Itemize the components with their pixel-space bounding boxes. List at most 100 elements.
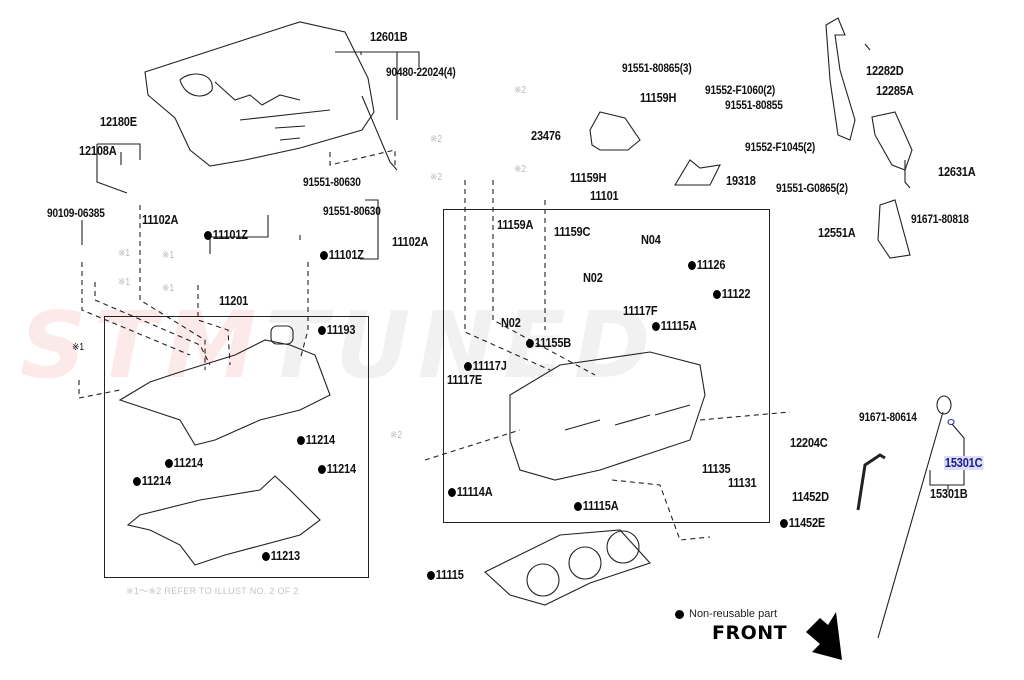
front-arrow [806, 612, 842, 660]
part-number: 11117J [472, 359, 507, 373]
part-label[interactable]: 11201 [219, 294, 249, 308]
part-label[interactable]: 91551-80865(3) [622, 63, 692, 75]
part-label[interactable]: 91552-F1060(2) [705, 85, 776, 97]
part-label[interactable]: 12108A [79, 144, 117, 158]
part-label[interactable]: 11159H [570, 171, 607, 185]
part-number: 11214 [305, 433, 335, 447]
part-number: 11214 [173, 456, 203, 470]
nonreusable-dot-icon [675, 609, 684, 619]
ref-mark: ※2 [430, 134, 442, 145]
part-number: 11115 [435, 568, 464, 582]
part-label[interactable]: 19318 [726, 174, 756, 188]
part-label[interactable]: 11102A [142, 213, 179, 227]
cylinder-head-group-box [443, 209, 770, 523]
part-label[interactable]: 11452D [792, 490, 829, 504]
part-label[interactable]: 12180E [100, 115, 137, 129]
part-label[interactable]: 91671-80818 [911, 214, 969, 226]
legend: Non-reusable part [675, 608, 777, 620]
nonreusable-dot-icon [262, 552, 270, 561]
bracket-23476-drawing [589, 111, 641, 151]
part-label-nonreusable[interactable]: 11101Z [204, 228, 248, 242]
part-label-nonreusable[interactable]: 11214 [297, 433, 335, 447]
part-label[interactable]: N02 [501, 316, 521, 330]
legend-text: Non-reusable part [689, 608, 778, 620]
part-label[interactable]: 23476 [531, 129, 561, 143]
part-label-nonreusable[interactable]: 11193 [318, 323, 355, 337]
part-label-nonreusable[interactable]: 11213 [262, 549, 300, 563]
nonreusable-dot-icon [464, 362, 472, 371]
part-label-nonreusable[interactable]: 11122 [713, 287, 750, 301]
nonreusable-dot-icon [448, 488, 456, 497]
part-label[interactable]: 12282D [866, 64, 904, 78]
valve-cover-group-box [104, 316, 369, 578]
part-label-nonreusable[interactable]: 11214 [318, 462, 356, 476]
part-label[interactable]: 15301B [930, 487, 968, 501]
nonreusable-dot-icon [427, 571, 435, 580]
ref-mark: ※1 [118, 277, 130, 288]
ref-mark: ※2 [390, 430, 402, 441]
engine-cover-drawing [144, 21, 375, 167]
part-number: 11122 [721, 287, 751, 301]
part-label-nonreusable[interactable]: 11114A [448, 485, 493, 499]
nonreusable-dot-icon [318, 326, 326, 335]
part-number: 11214 [326, 462, 356, 476]
ref-mark: ※1 [72, 342, 84, 353]
part-label-nonreusable[interactable]: 11101Z [320, 248, 364, 262]
part-label[interactable]: 12285A [876, 84, 914, 98]
part-label[interactable]: 90109-06385 [47, 208, 105, 220]
part-label[interactable]: 11101 [590, 189, 619, 203]
part-number: 11115A [582, 499, 619, 513]
part-label[interactable]: 91551-80855 [725, 100, 783, 112]
part-label[interactable]: 12204C [790, 436, 828, 450]
part-label[interactable]: 91551-80630 [303, 177, 361, 189]
engine-hanger-drawing [825, 17, 856, 141]
part-label-nonreusable[interactable]: 11115A [652, 319, 697, 333]
nonreusable-dot-icon [320, 251, 328, 260]
part-label[interactable]: 11159A [497, 218, 534, 232]
part-label-nonreusable[interactable]: 11117J [464, 359, 507, 373]
bracket-19318-drawing [674, 159, 721, 186]
part-label[interactable]: 12631A [938, 165, 976, 179]
ref-mark: ※1 [162, 283, 174, 294]
nonreusable-dot-icon [780, 519, 788, 528]
part-label[interactable]: 91551-G0865(2) [776, 183, 848, 195]
part-number: 11115A [660, 319, 697, 333]
nonreusable-dot-icon [688, 261, 696, 270]
part-label-nonreusable[interactable]: 11214 [133, 474, 171, 488]
part-label[interactable]: 11135 [702, 462, 731, 476]
part-label[interactable]: 90480-22024(4) [386, 67, 456, 79]
part-label[interactable]: 11117F [623, 304, 658, 318]
part-label[interactable]: N02 [583, 271, 603, 285]
ref-mark: ※1 [162, 250, 174, 261]
nonreusable-dot-icon [133, 477, 141, 486]
part-label[interactable]: 91551-80630 [323, 206, 381, 218]
footnote: ※1〜※2 REFER TO ILLUST NO. 2 OF 2 [126, 586, 299, 596]
part-label[interactable]: 91671-80614 [859, 412, 917, 424]
engine-mount-bracket-drawing [877, 199, 911, 259]
part-label[interactable]: 91552-F1045(2) [745, 142, 816, 154]
part-label-nonreusable[interactable]: 11115 [427, 568, 464, 582]
part-label-nonreusable[interactable]: 11115A [574, 499, 619, 513]
ref-mark: ※1 [118, 248, 130, 259]
part-label[interactable]: 11131 [728, 476, 757, 490]
hanger-bracket-drawing [871, 111, 913, 171]
part-label[interactable]: 11159C [554, 225, 591, 239]
part-number: 11101Z [212, 228, 248, 242]
part-label-nonreusable[interactable]: 11155B [526, 336, 571, 350]
part-label-highlighted[interactable]: 15301C [944, 456, 984, 470]
head-gasket-drawing [484, 529, 651, 606]
part-label[interactable]: 12601B [370, 30, 408, 44]
part-number: 11126 [696, 258, 726, 272]
part-label-nonreusable[interactable]: 11452E [780, 516, 825, 530]
part-label-nonreusable[interactable]: 11214 [165, 456, 203, 470]
part-label-nonreusable[interactable]: 11126 [688, 258, 725, 272]
part-label[interactable]: N04 [641, 233, 661, 247]
part-label[interactable]: 11117E [447, 373, 483, 387]
part-label[interactable]: 11159H [640, 91, 677, 105]
part-label[interactable]: 12551A [818, 226, 856, 240]
part-number: 11214 [141, 474, 171, 488]
watermark-part1: STM [20, 292, 265, 399]
part-label[interactable]: 11102A [392, 235, 429, 249]
